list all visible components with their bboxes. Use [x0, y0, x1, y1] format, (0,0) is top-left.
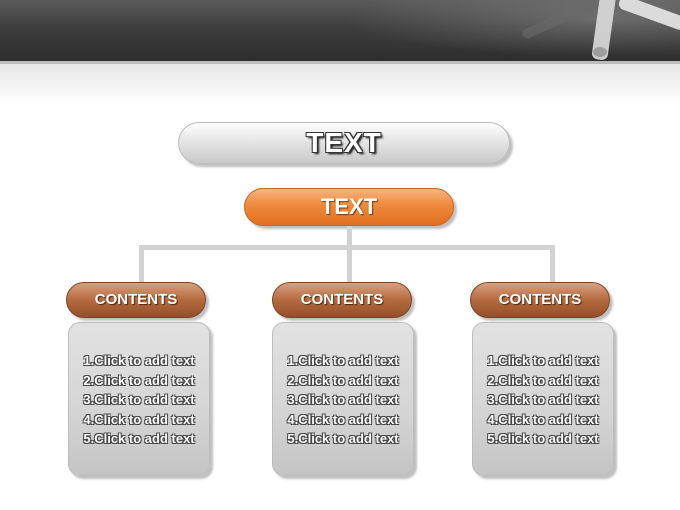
list-item[interactable]: 3.Click to add text — [487, 392, 599, 407]
connector-drop-right — [550, 245, 555, 283]
contents-box-3[interactable]: 1.Click to add text 2.Click to add text … — [472, 322, 614, 476]
connector-drop-middle — [347, 245, 352, 283]
list-item[interactable]: 1.Click to add text — [487, 353, 599, 368]
list-item[interactable]: 5.Click to add text — [83, 431, 195, 446]
contents-box-2[interactable]: 1.Click to add text 2.Click to add text … — [272, 322, 414, 476]
connector-vertical-center — [347, 226, 352, 248]
subtitle-pill[interactable]: TEXT — [244, 188, 454, 226]
list-item[interactable]: 4.Click to add text — [487, 411, 599, 427]
header-shine — [300, 0, 680, 64]
header-fade — [0, 64, 680, 104]
list-item[interactable]: 2.Click to add text — [83, 372, 195, 388]
list-item[interactable]: 4.Click to add text — [83, 411, 195, 427]
connector-drop-left — [139, 245, 144, 283]
list-item[interactable]: 5.Click to add text — [487, 431, 599, 446]
contents-box-1[interactable]: 1.Click to add text 2.Click to add text … — [68, 322, 210, 476]
list-item[interactable]: 2.Click to add text — [487, 372, 599, 388]
list-item[interactable]: 1.Click to add text — [287, 353, 399, 368]
contents-heading-1[interactable]: CONTENTS — [66, 282, 206, 318]
title-pill[interactable]: TEXT — [178, 122, 510, 164]
list-item[interactable]: 1.Click to add text — [83, 353, 195, 368]
list-item[interactable]: 3.Click to add text — [83, 392, 195, 407]
contents-heading-2[interactable]: CONTENTS — [272, 282, 412, 318]
list-item[interactable]: 5.Click to add text — [287, 431, 399, 446]
list-item[interactable]: 2.Click to add text — [287, 372, 399, 388]
contents-heading-3[interactable]: CONTENTS — [470, 282, 610, 318]
list-item[interactable]: 4.Click to add text — [287, 411, 399, 427]
header-banner — [0, 0, 680, 64]
cigarette-decoration-icon — [522, 0, 680, 60]
list-item[interactable]: 3.Click to add text — [287, 392, 399, 407]
